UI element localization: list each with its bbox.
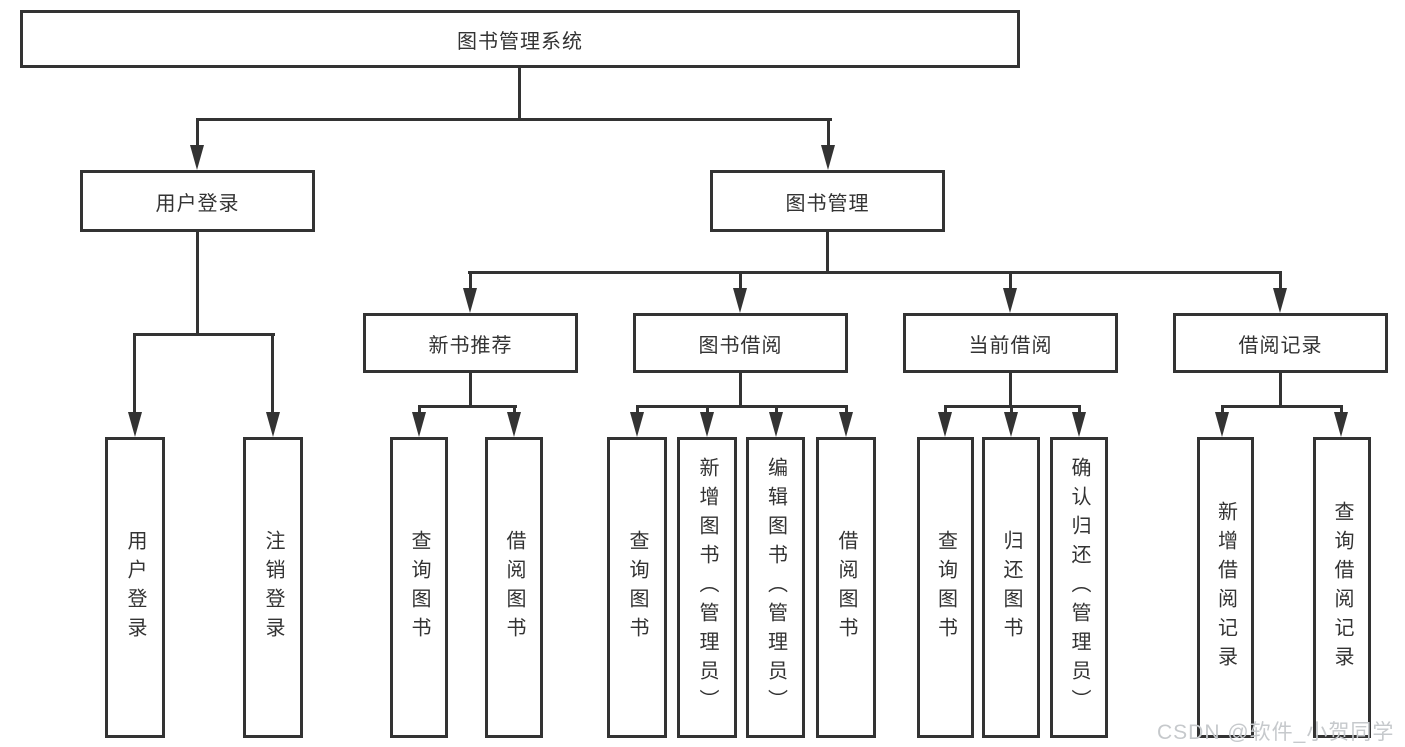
node-root-system: 图书管理系统 <box>20 10 1020 68</box>
connector-drop-leaf <box>636 405 639 415</box>
connector-root-stem <box>518 66 521 120</box>
arrow-down-icon <box>1215 412 1229 437</box>
arrow-down-icon <box>839 412 853 437</box>
arrow-down-icon <box>463 288 477 313</box>
leaf-records-add-record: 新增借阅记录 <box>1197 437 1254 738</box>
leaf-current-query-book: 查询图书 <box>917 437 974 738</box>
connector-borrow-stem <box>739 372 742 408</box>
arrow-down-icon <box>1003 288 1017 313</box>
arrow-down-icon <box>1004 412 1018 437</box>
connector-user-rail <box>133 333 275 336</box>
leaf-borrow-add-book-admin: 新增图书（管理员） <box>677 437 737 738</box>
arrow-down-icon <box>733 288 747 313</box>
connector-drop-leaf <box>418 405 421 415</box>
connector-drop-leaf <box>1221 405 1224 415</box>
connector-drop-leaf <box>513 405 516 415</box>
node-book-borrow: 图书借阅 <box>633 313 848 373</box>
node-book-management: 图书管理 <box>710 170 945 232</box>
connector-recommend-stem <box>469 372 472 408</box>
connector-drop-borrow <box>739 271 742 291</box>
connector-records-stem <box>1279 372 1282 408</box>
leaf-records-query-record: 查询借阅记录 <box>1313 437 1371 738</box>
leaf-borrow-edit-book-admin: 编辑图书（管理员） <box>746 437 805 738</box>
arrow-down-icon <box>821 145 835 170</box>
connector-level3-rail <box>468 271 1282 274</box>
connector-drop-recommend <box>469 271 472 291</box>
arrow-down-icon <box>412 412 426 437</box>
leaf-current-return-book: 归还图书 <box>982 437 1040 738</box>
connector-drop-leaf <box>1078 405 1081 415</box>
arrow-down-icon <box>700 412 714 437</box>
csdn-watermark: CSDN @软件_小贺同学 <box>1157 721 1395 744</box>
arrow-down-icon <box>1273 288 1287 313</box>
leaf-recommend-borrow-book: 借阅图书 <box>485 437 543 738</box>
arrow-down-icon <box>769 412 783 437</box>
arrow-down-icon <box>190 145 204 170</box>
connector-recommend-rail <box>418 405 517 408</box>
arrow-down-icon <box>630 412 644 437</box>
leaf-borrow-borrow-book: 借阅图书 <box>816 437 876 738</box>
node-new-book-recommend: 新书推荐 <box>363 313 578 373</box>
connector-drop-leaf <box>1010 405 1013 415</box>
arrow-down-icon <box>128 412 142 437</box>
connector-drop-leaf <box>775 405 778 415</box>
leaf-user-login: 用户登录 <box>105 437 165 738</box>
node-current-borrow: 当前借阅 <box>903 313 1118 373</box>
arrow-down-icon <box>1072 412 1086 437</box>
connector-mgmt-stem <box>826 231 829 274</box>
connector-drop-book-mgmt <box>827 118 830 150</box>
connector-drop-user-login <box>196 118 199 150</box>
connector-records-rail <box>1221 405 1343 408</box>
connector-drop-leaf <box>706 405 709 415</box>
leaf-recommend-query-book: 查询图书 <box>390 437 448 738</box>
leaf-borrow-query-book: 查询图书 <box>607 437 667 738</box>
connector-drop-leaf <box>1340 405 1343 415</box>
connector-drop-leaf <box>944 405 947 415</box>
connector-drop-current <box>1009 271 1012 291</box>
connector-drop-leaf <box>133 333 136 415</box>
connector-current-stem <box>1009 372 1012 408</box>
connector-level2-rail <box>196 118 832 121</box>
leaf-logout: 注销登录 <box>243 437 303 738</box>
node-user-login: 用户登录 <box>80 170 315 232</box>
arrow-down-icon <box>938 412 952 437</box>
arrow-down-icon <box>266 412 280 437</box>
leaf-current-confirm-return-admin: 确认归还（管理员） <box>1050 437 1108 738</box>
connector-drop-leaf <box>271 333 274 415</box>
node-borrow-records: 借阅记录 <box>1173 313 1388 373</box>
arrow-down-icon <box>1334 412 1348 437</box>
connector-user-stem <box>196 231 199 336</box>
connector-drop-leaf <box>845 405 848 415</box>
arrow-down-icon <box>507 412 521 437</box>
connector-drop-records <box>1279 271 1282 291</box>
connector-borrow-rail <box>636 405 847 408</box>
